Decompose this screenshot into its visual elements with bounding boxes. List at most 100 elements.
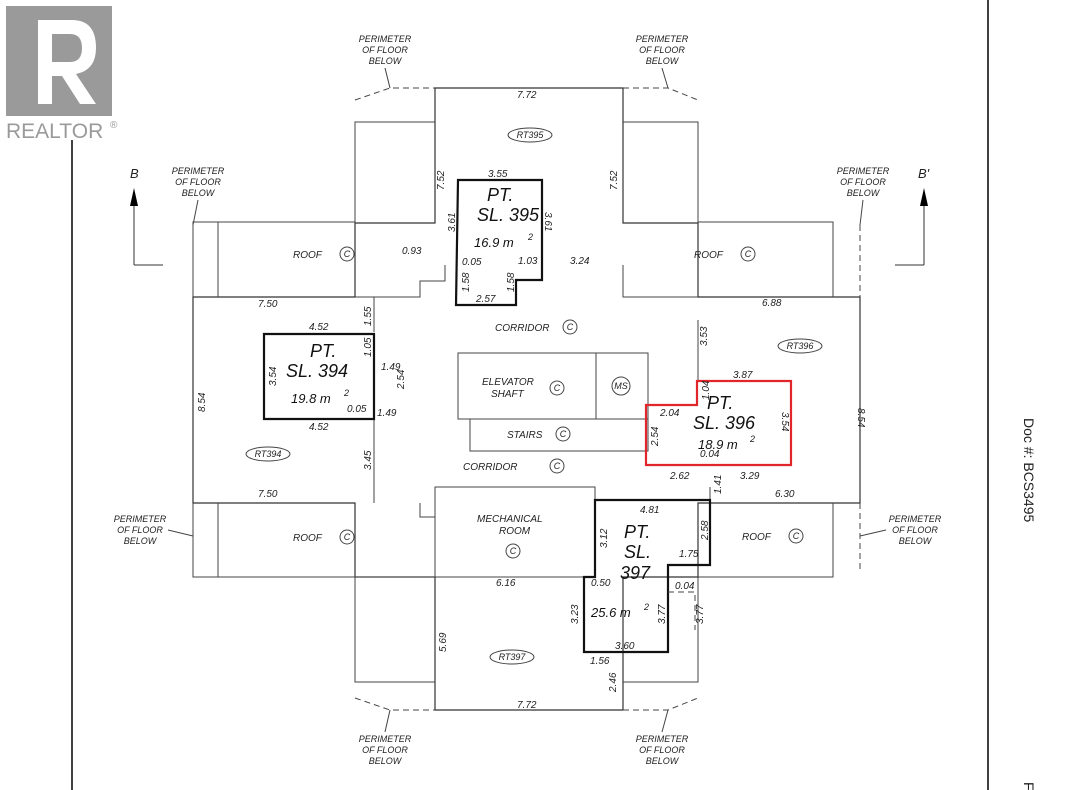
lot-395-outline (454, 178, 544, 307)
svg-text:18.9 m: 18.9 m (698, 437, 738, 452)
svg-text:BELOW: BELOW (124, 536, 158, 546)
svg-text:BELOW: BELOW (847, 188, 881, 198)
dimension-labels-vertical: 7.52 7.52 3.61 3.61 1.58 1.58 1.55 1.05 … (197, 170, 866, 693)
svg-text:OF FLOOR: OF FLOOR (175, 177, 221, 187)
perimeter-label-bottom-right: PERIMETER OF FLOOR BELOW (636, 709, 689, 766)
svg-text:PERIMETER: PERIMETER (359, 734, 412, 744)
lot-396-highlight (644, 379, 793, 467)
document-number: Doc #: BCS3495 (1021, 418, 1037, 522)
perimeter-label-top-right: PERIMETER OF FLOOR BELOW (636, 34, 689, 89)
svg-text:2.62: 2.62 (669, 471, 690, 482)
svg-text:7.52: 7.52 (609, 170, 620, 190)
svg-text:PT.: PT. (487, 185, 513, 205)
tag-rt395: RT395 (507, 127, 553, 143)
svg-text:0.05: 0.05 (462, 257, 482, 268)
svg-text:3.23: 3.23 (570, 604, 581, 624)
lot-394-label: PT. SL. 394 19.8 m 2 (286, 341, 349, 406)
svg-text:8.54: 8.54 (197, 392, 208, 412)
svg-text:3.12: 3.12 (599, 528, 610, 548)
svg-text:16.9 m: 16.9 m (474, 235, 514, 250)
corridor-label-upper: CORRIDOR C (495, 319, 578, 335)
svg-text:3.87: 3.87 (733, 370, 753, 381)
svg-text:PT.: PT. (310, 341, 336, 361)
svg-text:4.52: 4.52 (309, 422, 329, 433)
svg-text:2.46: 2.46 (608, 672, 619, 693)
svg-text:PERIMETER: PERIMETER (359, 34, 412, 44)
svg-text:2: 2 (749, 434, 755, 444)
svg-text:5.69: 5.69 (438, 632, 449, 652)
svg-text:C: C (745, 249, 752, 259)
ms-label: MS (611, 376, 631, 396)
perimeter-label-right-lower: PERIMETER OF FLOOR BELOW (859, 514, 942, 546)
svg-text:7.72: 7.72 (517, 90, 537, 101)
svg-text:RT394: RT394 (255, 449, 282, 459)
svg-text:C: C (560, 429, 567, 439)
perimeter-label-bottom-left: PERIMETER OF FLOOR BELOW (359, 709, 412, 766)
svg-text:1.56: 1.56 (590, 656, 610, 667)
svg-text:1.58: 1.58 (461, 272, 472, 292)
svg-text:1.41: 1.41 (713, 475, 724, 494)
svg-text:OF FLOOR: OF FLOOR (639, 45, 685, 55)
svg-text:B: B (130, 166, 139, 181)
svg-text:OF FLOOR: OF FLOOR (892, 525, 938, 535)
svg-text:397: 397 (620, 563, 651, 583)
corridor-label-lower: CORRIDOR C (463, 458, 565, 474)
svg-text:3.53: 3.53 (699, 326, 710, 346)
perimeter-label-top-left: PERIMETER OF FLOOR BELOW (359, 34, 412, 89)
svg-text:RT396: RT396 (787, 341, 814, 351)
svg-text:BELOW: BELOW (369, 756, 403, 766)
svg-text:C: C (344, 249, 351, 259)
tag-rt397: RT397 (489, 649, 535, 665)
svg-text:2.54: 2.54 (650, 426, 661, 447)
lot-394-outline (262, 332, 376, 421)
svg-text:SL. 394: SL. 394 (286, 361, 348, 381)
svg-text:ROOF: ROOF (293, 250, 323, 261)
svg-text:25.6 m: 25.6 m (590, 605, 631, 620)
svg-text:PERIMETER: PERIMETER (889, 514, 942, 524)
elevator-label: ELEVATOR SHAFT C (482, 377, 565, 400)
svg-text:BELOW: BELOW (182, 188, 216, 198)
perimeter-label-right-upper: PERIMETER OF FLOOR BELOW (837, 166, 890, 226)
svg-text:BELOW: BELOW (899, 536, 933, 546)
svg-text:3.60: 3.60 (615, 641, 635, 652)
svg-text:SHAFT: SHAFT (491, 389, 525, 400)
svg-text:3.54: 3.54 (268, 366, 279, 386)
svg-text:OF FLOOR: OF FLOOR (362, 745, 408, 755)
svg-text:19.8 m: 19.8 m (291, 391, 331, 406)
stairs-label: STAIRS C (507, 426, 571, 442)
lot-395-label: PT. SL. 395 16.9 m 2 (474, 185, 540, 250)
svg-text:7.52: 7.52 (436, 170, 447, 190)
svg-text:2.54: 2.54 (396, 369, 407, 390)
svg-text:C: C (510, 546, 517, 556)
section-marker-right: B' (895, 166, 930, 266)
svg-text:3.45: 3.45 (363, 450, 374, 470)
svg-text:CORRIDOR: CORRIDOR (463, 462, 517, 473)
svg-text:1.04: 1.04 (701, 380, 712, 400)
svg-text:MS: MS (614, 381, 628, 391)
lot-397-label: PT. SL. 397 25.6 m 2 (590, 522, 651, 620)
svg-text:RT397: RT397 (499, 652, 527, 662)
svg-text:OF FLOOR: OF FLOOR (639, 745, 685, 755)
svg-text:RT395: RT395 (517, 130, 545, 140)
svg-text:7.50: 7.50 (258, 489, 278, 500)
svg-text:SL.: SL. (624, 542, 651, 562)
svg-text:CORRIDOR: CORRIDOR (495, 323, 549, 334)
roof-label-nw: ROOF C (293, 246, 355, 262)
lot-396-label: PT. SL. 396 18.9 m 2 (693, 393, 756, 452)
svg-text:PERIMETER: PERIMETER (172, 166, 225, 176)
svg-text:3.24: 3.24 (570, 256, 590, 267)
svg-text:PT.: PT. (707, 393, 733, 413)
svg-text:7.50: 7.50 (258, 299, 278, 310)
perimeter-label-left-lower: PERIMETER OF FLOOR BELOW (114, 514, 194, 546)
svg-text:0.04: 0.04 (700, 449, 720, 460)
svg-text:3.77: 3.77 (657, 604, 668, 624)
svg-text:2.57: 2.57 (475, 294, 496, 305)
svg-text:PERIMETER: PERIMETER (636, 734, 689, 744)
svg-text:B': B' (918, 166, 930, 181)
perimeter-label-left-upper: PERIMETER OF FLOOR BELOW (172, 166, 225, 226)
svg-text:ROOF: ROOF (293, 533, 323, 544)
svg-text:ELEVATOR: ELEVATOR (482, 377, 534, 388)
svg-text:2: 2 (527, 232, 533, 242)
svg-text:SL. 395: SL. 395 (477, 205, 540, 225)
svg-text:3.61: 3.61 (447, 213, 458, 232)
